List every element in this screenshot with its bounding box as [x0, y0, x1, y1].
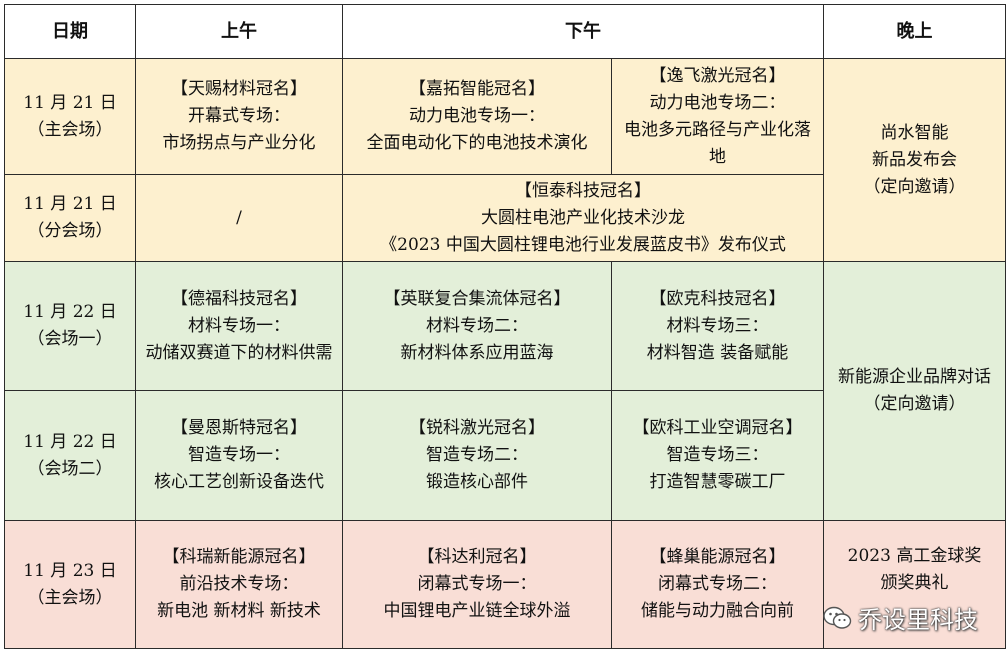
- evening-cell: 新能源企业品牌对话（定向邀请）: [823, 261, 1006, 521]
- watermark: 乔设里科技: [822, 600, 978, 635]
- header-morning: 上午: [135, 4, 343, 59]
- date-text: 11 月 22 日: [23, 431, 117, 452]
- venue-text: （会场二）: [27, 458, 113, 479]
- date-cell: 11 月 23 日 （主会场）: [4, 520, 136, 649]
- session-topic: 市场拐点与产业分化: [162, 133, 316, 153]
- session-title: 智造专场一：: [188, 445, 290, 465]
- session-topic: 锻造核心部件: [426, 472, 528, 492]
- date-text: 11 月 21 日: [23, 92, 117, 113]
- sponsor-text: 【欧科工业空调冠名】: [632, 418, 803, 438]
- row-nov21-sub: 11 月 21 日 （分会场） / 【恒泰科技冠名】 大圆柱电池产业化技术沙龙 …: [4, 174, 1006, 262]
- evening-subtitle: 新品发布会: [872, 149, 957, 170]
- date-text: 11 月 23 日: [23, 560, 117, 581]
- session-title: 材料专场二：: [426, 315, 528, 336]
- session-cell: 【天赐材料冠名】 开幕式专场： 市场拐点与产业分化: [135, 58, 343, 175]
- sponsor-text: 【科达利冠名】: [417, 547, 537, 567]
- evening-subtitle: 颁奖典礼: [880, 573, 949, 593]
- evening-title: 尚水智能: [880, 122, 949, 143]
- sponsor-text: 【科瑞新能源冠名】: [162, 547, 316, 567]
- date-text: 11 月 21 日: [23, 194, 117, 214]
- evening-title: 新能源企业品牌对话（定向邀请）: [838, 367, 991, 414]
- session-title: 动力电池专场二：: [649, 92, 786, 113]
- row-nov22-venue1: 11 月 22 日 （会场一） 【德福科技冠名】 材料专场一： 动储双赛道下的材…: [4, 261, 1006, 521]
- session-cell: 【恒泰科技冠名】 大圆柱电池产业化技术沙龙 《2023 中国大圆柱锂电池行业发展…: [342, 174, 824, 262]
- evening-note: （定向邀请）: [863, 176, 966, 197]
- sponsor-text: 【恒泰科技冠名】: [515, 180, 651, 201]
- session-title: 智造专场三：: [666, 445, 769, 465]
- sponsor-text: 【曼恩斯特冠名】: [171, 418, 307, 438]
- session-topic: 新材料体系应用蓝海: [400, 342, 554, 363]
- row-nov23-main: 11 月 23 日 （主会场） 【科瑞新能源冠名】 前沿技术专场： 新电池 新材…: [4, 520, 1006, 649]
- session-cell: 【锐科激光冠名】 智造专场二： 锻造核心部件: [342, 390, 612, 521]
- session-title: 大圆柱电池产业化技术沙龙: [481, 207, 685, 228]
- date-text: 11 月 22 日: [23, 302, 117, 322]
- sponsor-text: 【锐科激光冠名】: [409, 418, 545, 438]
- session-title: 材料专场一：: [188, 315, 290, 336]
- sponsor-text: 【蜂巢能源冠名】: [649, 547, 786, 567]
- wechat-icon: [823, 606, 852, 629]
- sponsor-text: 【英联复合集流体冠名】: [383, 288, 571, 309]
- session-cell: 【科瑞新能源冠名】 前沿技术专场： 新电池 新材料 新技术: [135, 520, 343, 649]
- session-title: 动力电池专场一：: [409, 106, 545, 126]
- session-topic: 中国锂电产业链全球外溢: [383, 601, 571, 621]
- venue-text: （分会场）: [27, 221, 113, 241]
- session-title: 闭幕式专场二：: [658, 574, 777, 594]
- session-topic: 储能与动力融合向前: [641, 601, 794, 621]
- row-nov22-venue2: 11 月 22 日 （会场二） 【曼恩斯特冠名】 智造专场一： 核心工艺创新设备…: [4, 390, 1006, 521]
- date-cell: 11 月 21 日 （主会场）: [4, 58, 136, 175]
- sponsor-text: 【逸飞激光冠名】: [649, 65, 786, 86]
- session-title: 开幕式专场：: [188, 106, 290, 126]
- session-cell: 【欧科工业空调冠名】 智造专场三： 打造智慧零碳工厂: [611, 390, 824, 521]
- evening-cell: 2023 高工金球奖 颁奖典礼: [823, 520, 1006, 649]
- session-cell: 【欧克科技冠名】 材料专场三： 材料智造 装备赋能: [611, 261, 824, 391]
- header-evening: 晚上: [823, 4, 1006, 59]
- session-title: 前沿技术专场：: [179, 574, 299, 594]
- session-title: 智造专场二：: [426, 445, 528, 465]
- session-topic: 新电池 新材料 新技术: [157, 601, 321, 621]
- evening-title: 2023 高工金球奖: [847, 546, 982, 566]
- session-cell: 【德福科技冠名】 材料专场一： 动储双赛道下的材料供需: [135, 261, 343, 391]
- sponsor-text: 【天赐材料冠名】: [171, 79, 307, 99]
- session-cell: 【蜂巢能源冠名】 闭幕式专场二： 储能与动力融合向前: [611, 520, 824, 649]
- session-cell: 【科达利冠名】 闭幕式专场一： 中国锂电产业链全球外溢: [342, 520, 612, 649]
- row-nov21-main: 11 月 21 日 （主会场） 【天赐材料冠名】 开幕式专场： 市场拐点与产业分…: [4, 58, 1006, 262]
- sponsor-text: 【欧克科技冠名】: [649, 288, 786, 309]
- header-row: 日期 上午 下午 晚上: [4, 4, 1006, 59]
- sponsor-text: 【嘉拓智能冠名】: [409, 79, 545, 99]
- header-date: 日期: [4, 4, 136, 59]
- venue-text: （会场一）: [27, 329, 113, 349]
- schedule-table: 日期 上午 下午 晚上 11 月 21 日 （主会场） 【天赐材料冠名】 开幕式…: [4, 4, 1006, 649]
- session-topic: 电池多元路径与产业化落地: [624, 119, 811, 167]
- watermark-text: 乔设里科技: [858, 606, 978, 634]
- venue-text: （主会场）: [27, 587, 113, 608]
- session-topic: 动储双赛道下的材料供需: [145, 342, 333, 363]
- session-cell: 【嘉拓智能冠名】 动力电池专场一： 全面电动化下的电池技术演化: [342, 58, 612, 175]
- session-topic: 核心工艺创新设备迭代: [154, 472, 324, 492]
- session-cell: 【英联复合集流体冠名】 材料专场二： 新材料体系应用蓝海: [342, 261, 612, 391]
- venue-text: （主会场）: [27, 119, 113, 140]
- header-afternoon: 下午: [342, 4, 824, 59]
- date-cell: 11 月 22 日 （会场一）: [4, 261, 136, 391]
- session-topic: 打造智慧零碳工厂: [649, 472, 786, 492]
- session-title: 材料专场三：: [666, 315, 769, 336]
- date-cell: 11 月 21 日 （分会场）: [4, 174, 136, 262]
- session-topic: 《2023 中国大圆柱锂电池行业发展蓝皮书》发布仪式: [380, 234, 786, 255]
- empty-session-cell: /: [135, 174, 343, 262]
- sponsor-text: 【德福科技冠名】: [171, 288, 307, 309]
- session-title: 闭幕式专场一：: [417, 574, 537, 594]
- session-topic: 材料智造 装备赋能: [646, 342, 789, 363]
- session-cell: 【曼恩斯特冠名】 智造专场一： 核心工艺创新设备迭代: [135, 390, 343, 521]
- evening-cell: 尚水智能 新品发布会 （定向邀请）: [823, 58, 1006, 262]
- date-cell: 11 月 22 日 （会场二）: [4, 390, 136, 521]
- session-topic: 全面电动化下的电池技术演化: [366, 133, 588, 153]
- session-cell: 【逸飞激光冠名】 动力电池专场二： 电池多元路径与产业化落地: [611, 58, 824, 175]
